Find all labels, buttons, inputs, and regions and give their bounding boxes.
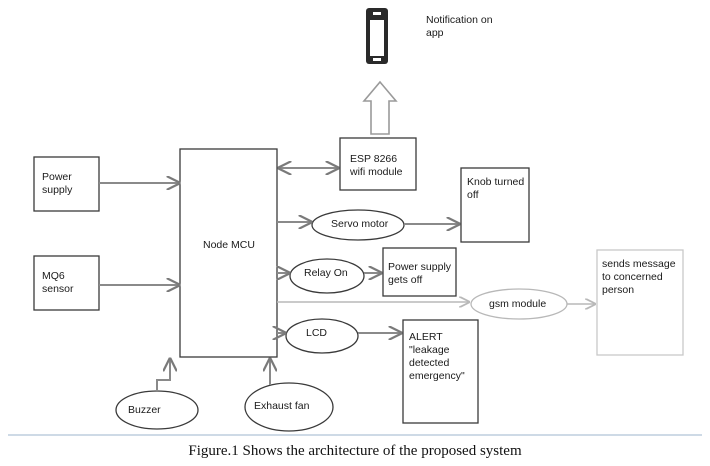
alert-box: [402, 319, 479, 424]
buzzer-label: Buzzer: [128, 404, 161, 416]
node-mcu-box: [179, 148, 278, 358]
knob-label: Knob turned off: [467, 176, 525, 201]
exhaust-fan-label: Exhaust fan: [254, 400, 310, 412]
sends-message-label: sends message to concerned person: [602, 258, 676, 296]
power-off-label: Power supply gets off: [388, 261, 452, 286]
exhaust-fan-ellipse: [244, 382, 334, 432]
gsm-module-label: gsm module: [489, 298, 547, 310]
power-off-box: [382, 247, 457, 297]
up-arrow-icon: [362, 80, 398, 135]
phone-icon: [366, 8, 388, 64]
node-mcu-label: Node MCU: [203, 239, 255, 251]
power-supply-label: Power supply: [42, 171, 73, 196]
mq6-sensor-label: MQ6 sensor: [42, 270, 74, 295]
figure-caption: Figure.1 Shows the architecture of the p…: [188, 443, 522, 459]
relay-on-label: Relay On: [304, 267, 348, 279]
servo-motor-label: Servo motor: [331, 218, 389, 230]
lcd-label: LCD: [306, 327, 328, 339]
arrow-buzzer-to-mcu: [156, 359, 170, 391]
esp8266-box: [339, 137, 417, 191]
notification-label: Notification on app: [426, 14, 493, 39]
alert-label: ALERT "leakage detected emergency": [409, 331, 465, 382]
mq6-sensor-box: [33, 255, 100, 311]
knob-box: [460, 167, 530, 243]
sends-message-box: [596, 249, 684, 356]
esp8266-label: ESP 8266 wifi module: [350, 153, 403, 178]
